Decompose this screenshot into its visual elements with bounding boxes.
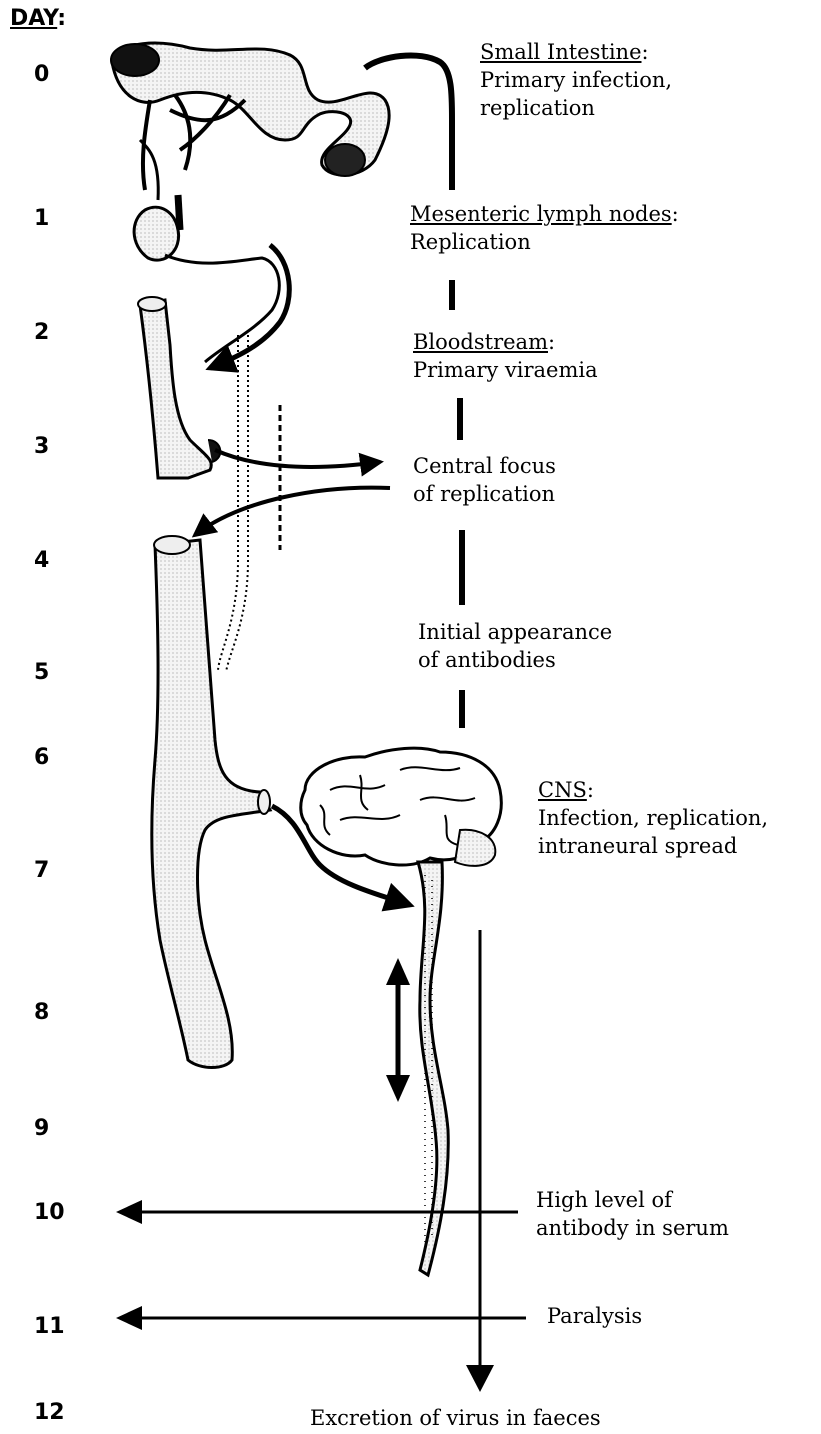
small-intestine-drawing bbox=[111, 43, 452, 200]
day-label-7: 7 bbox=[34, 858, 49, 883]
day-label-0: 0 bbox=[34, 62, 49, 87]
arrow-from-central-focus bbox=[195, 488, 390, 535]
excretion-arrow bbox=[466, 930, 494, 1392]
high-antibody-arrow bbox=[116, 1200, 518, 1224]
lymphatic-dotted-lines bbox=[218, 335, 280, 672]
high-antibody-label: High level of antibody in serum bbox=[536, 1186, 729, 1242]
day-axis-header: DAY: bbox=[10, 6, 66, 31]
day-label-4: 4 bbox=[34, 548, 49, 573]
day-label-6: 6 bbox=[34, 745, 49, 770]
intraneural-spread-arrow bbox=[386, 958, 410, 1102]
bloodstream-vessel-drawing bbox=[138, 297, 220, 478]
excretion-label: Excretion of virus in faeces bbox=[310, 1404, 601, 1432]
lymph-nodes-label: Mesenteric lymph nodes: Replication bbox=[410, 200, 679, 256]
day-label-3: 3 bbox=[34, 434, 49, 459]
cns-label: CNS: Infection, replication, intraneural… bbox=[538, 776, 768, 860]
day-label-9: 9 bbox=[34, 1116, 49, 1141]
paralysis-label: Paralysis bbox=[547, 1302, 642, 1330]
small-intestine-label: Small Intestine: Primary infection, repl… bbox=[480, 38, 672, 122]
day-label-5: 5 bbox=[34, 660, 49, 685]
day-label-12: 12 bbox=[34, 1400, 65, 1425]
central-focus-label: Central focus of replication bbox=[413, 452, 556, 508]
arrow-to-central-focus bbox=[215, 450, 380, 467]
bloodstream-label: Bloodstream: Primary viraemia bbox=[413, 328, 598, 384]
day-label-2: 2 bbox=[34, 320, 49, 345]
day-label-1: 1 bbox=[34, 206, 49, 231]
day-label-8: 8 bbox=[34, 1000, 49, 1025]
paralysis-arrow bbox=[116, 1306, 526, 1330]
day-label-10: 10 bbox=[34, 1200, 65, 1225]
day-label-11: 11 bbox=[34, 1314, 65, 1339]
antibodies-label: Initial appearance of antibodies bbox=[418, 618, 612, 674]
brain-drawing bbox=[301, 748, 502, 866]
